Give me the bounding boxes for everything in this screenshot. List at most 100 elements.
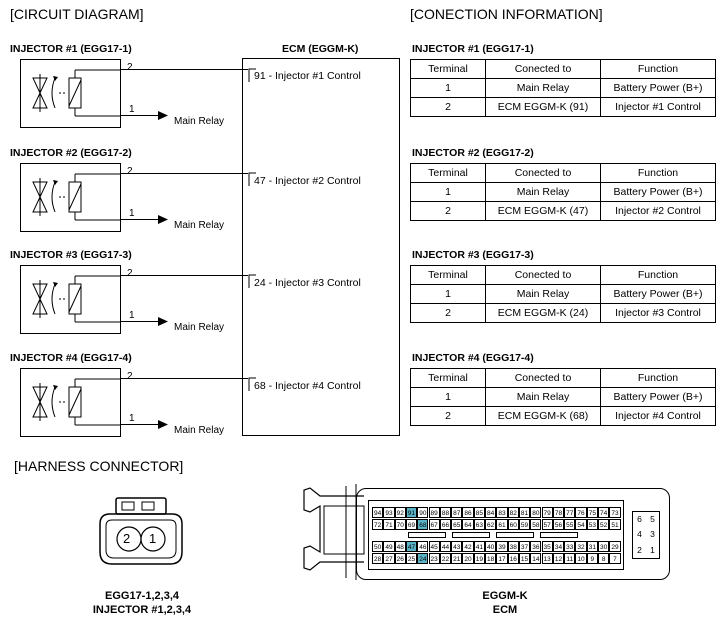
ecm-pin-cell: 13 (541, 553, 553, 564)
arrow-right-icon (158, 420, 168, 429)
wire (120, 321, 160, 322)
ecm-connector-caption-2: ECM (492, 604, 518, 616)
ecm-pin-cell: 47 (405, 541, 418, 552)
ecm-pin-bracket (248, 274, 256, 288)
ecm-pin-cell: 78 (552, 507, 565, 518)
ecm-pin-cell: 23 (428, 553, 440, 564)
connection-info-title: [CONECTION INFORMATION] (410, 6, 603, 22)
ecm-pin-cell: 11 (564, 553, 576, 564)
table-cell: Injector #4 Control (600, 406, 716, 426)
ecm-pin-cell: 91 (405, 507, 418, 518)
ecm-connector-caption-1: EGGM-K (482, 590, 528, 602)
connection-table-4: Terminal Conected to Function 1 Main Rel… (410, 368, 716, 426)
ecm-key-bar (452, 532, 490, 538)
table-cell: Battery Power (B+) (600, 284, 716, 304)
ecm-key-bar (408, 532, 446, 538)
ecm-pin-cell: 24 (417, 553, 429, 564)
wire (120, 115, 160, 116)
injector-2-title: INJECTOR #2 (EGG17-2) (10, 147, 132, 159)
ecm-pin-cell: 17 (496, 553, 508, 564)
ecm-pin-cell: 69 (405, 519, 418, 530)
ecm-pin-cell: 31 (586, 541, 598, 552)
injector-connector-caption-2: INJECTOR #1,2,3,4 (92, 604, 192, 616)
ecm-pin-cell: 8 (598, 553, 610, 564)
ecm-pin-cell: 29 (609, 541, 621, 552)
ecm-pin-cell: 2 (637, 544, 642, 555)
table-header-row: Terminal Conected to Function (410, 163, 716, 183)
header-cell: Conected to (485, 368, 601, 388)
ecm-pin-cell: 83 (496, 507, 508, 518)
table-cell: 2 (410, 97, 486, 117)
table-cell: Battery Power (B+) (600, 182, 716, 202)
connection-table-2: Terminal Conected to Function 1 Main Rel… (410, 163, 716, 221)
injector-1-box: 2 1 (20, 59, 135, 128)
ecm-pin-cell: 1 (650, 544, 655, 555)
wire (120, 69, 248, 70)
wire (120, 424, 160, 425)
ecm-pin-cell: 40 (485, 541, 497, 552)
ecm-pin-cell: 42 (462, 541, 474, 552)
ecm-pin-cell: 6 (637, 514, 642, 524)
ecm-pin-cell: 39 (496, 541, 508, 552)
injector-3-title: INJECTOR #3 (EGG17-3) (10, 249, 132, 261)
wire (120, 378, 248, 379)
ecm-pin-cell: 33 (564, 541, 576, 552)
wire (120, 173, 248, 174)
table-row: 2 ECM EGGM-K (91) Injector #1 Control (410, 97, 716, 117)
connection-table-3: Terminal Conected to Function 1 Main Rel… (410, 265, 716, 323)
ecm-key-bar (540, 532, 578, 538)
wire (120, 219, 160, 220)
ecm-pin-cell: 89 (428, 507, 440, 518)
table-cell: Main Relay (485, 284, 601, 304)
ecm-pin-cell: 45 (428, 541, 440, 552)
table-row: 2 ECM EGGM-K (68) Injector #4 Control (410, 406, 716, 426)
table-cell: 1 (410, 284, 486, 304)
harness-connector-title: [HARNESS CONNECTOR] (14, 458, 184, 474)
ecm-pin-cell: 15 (518, 553, 531, 564)
ecm-pin-cell: 86 (462, 507, 474, 518)
injector-symbol-icon (32, 378, 120, 426)
relay-label: Main Relay (174, 322, 225, 333)
table-cell: 1 (410, 78, 486, 98)
injector-connector-caption-1: EGG17-1,2,3,4 (105, 590, 179, 602)
ecm-pin-cell: 52 (598, 519, 610, 530)
table-3-title: INJECTOR #3 (EGG17-3) (412, 249, 534, 261)
ecm-pin-cell: 35 (541, 541, 553, 552)
pin-label: 1 (129, 208, 135, 219)
ecm-pin-cell: 44 (439, 541, 452, 552)
ecm-pin-cell: 16 (507, 553, 519, 564)
ecm-pin-cell: 77 (564, 507, 576, 518)
ecm-pin-cell: 70 (394, 519, 406, 530)
pin-label: 2 (127, 62, 133, 73)
injector-4-box: 2 1 (20, 368, 135, 437)
table-2-title: INJECTOR #2 (EGG17-2) (412, 147, 534, 159)
ecm-pin-cell: 55 (564, 519, 576, 530)
ecm-key-bar (496, 532, 534, 538)
table-cell: Battery Power (B+) (600, 78, 716, 98)
ecm-pin-label: 68 - Injector #4 Control (254, 380, 361, 392)
ecm-pin-cell: 12 (552, 553, 565, 564)
header-cell: Terminal (410, 59, 486, 79)
table-cell: Main Relay (485, 78, 601, 98)
ecm-pin-cell: 48 (394, 541, 406, 552)
table-cell: Battery Power (B+) (600, 387, 716, 407)
ecm-pin-cell: 32 (575, 541, 587, 552)
ecm-pin-cell: 94 (372, 507, 384, 518)
ecm-pin-cell: 43 (451, 541, 463, 552)
table-4-title: INJECTOR #4 (EGG17-4) (412, 352, 534, 364)
ecm-pin-cell: 50 (372, 541, 384, 552)
injector-2-box: 2 1 (20, 163, 135, 232)
ecm-pin-cell: 59 (518, 519, 531, 530)
header-cell: Terminal (410, 368, 486, 388)
ecm-pin-cell: 21 (451, 553, 463, 564)
ecm-pin-cell: 27 (383, 553, 395, 564)
table-cell: Injector #1 Control (600, 97, 716, 117)
table-cell: ECM EGGM-K (47) (485, 201, 601, 221)
table-cell: 1 (410, 387, 486, 407)
table-cell: Main Relay (485, 387, 601, 407)
ecm-pin-cell: 22 (439, 553, 452, 564)
circuit-diagram-title: [CIRCUIT DIAGRAM] (10, 6, 144, 22)
ecm-pin-cell: 84 (485, 507, 497, 518)
ecm-pin-cell: 58 (530, 519, 542, 530)
